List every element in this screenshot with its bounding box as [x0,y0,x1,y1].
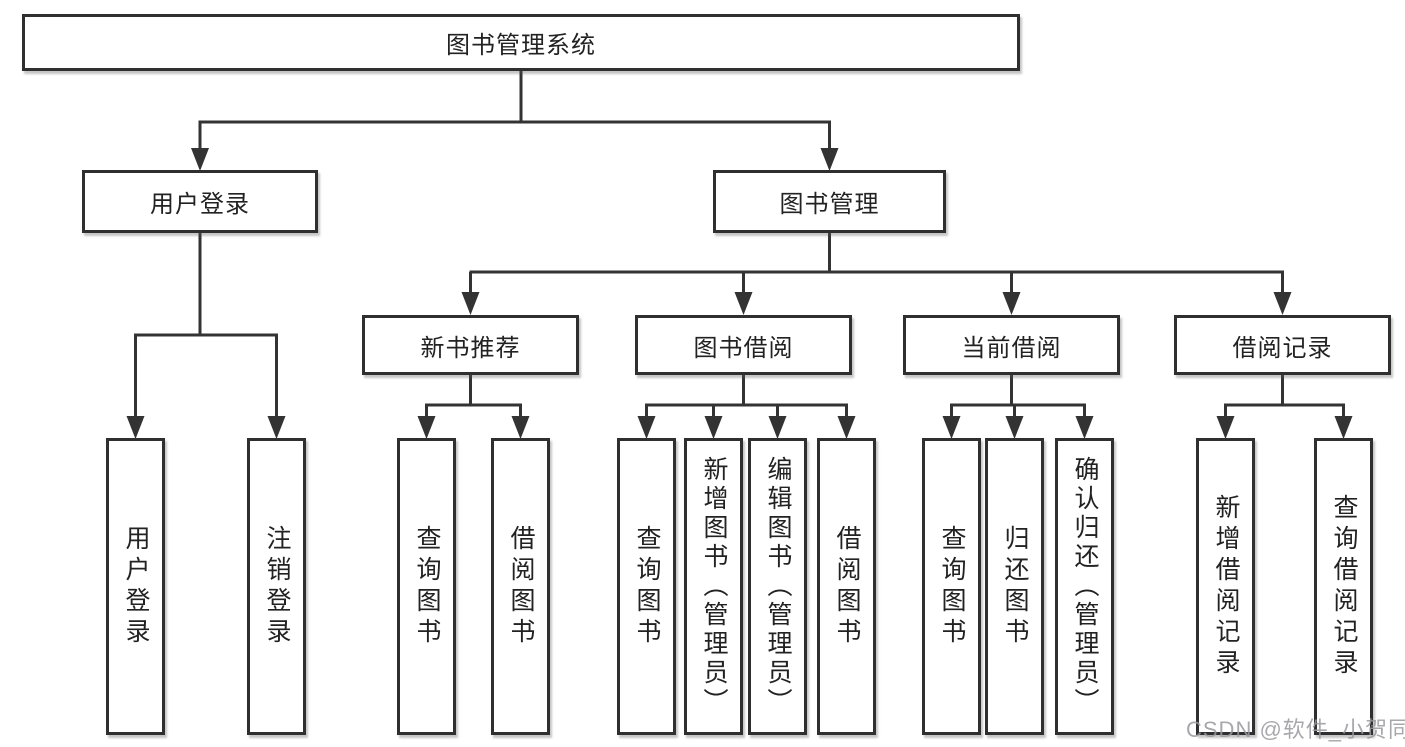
leaf-borrow-query-books: 查询图书 [617,438,676,735]
node-root-label: 图书管理系统 [446,32,596,59]
leaf-borrow-books: 借阅图书 [817,438,876,735]
leaf-user-login-label: 用户登录 [122,524,150,649]
leaf-confirm-return-admin-label: 确认归还（管理员） [1071,456,1099,717]
leaf-rec-borrow-books-label: 借阅图书 [507,524,535,649]
node-book-borrowing-label: 图书借阅 [693,334,794,362]
leaf-rec-query-books-label: 查询图书 [413,524,441,649]
node-borrowing-records-label: 借阅记录 [1232,334,1333,362]
connector-book-borrow-children [637,375,856,439]
leaf-rec-query-books: 查询图书 [397,438,456,735]
leaf-current-query-books-label: 查询图书 [938,524,966,649]
connector-user-login-children [126,233,286,439]
connector-new-book-rec-children [417,375,530,439]
leaf-query-borrow-record-label: 查询借阅记录 [1330,493,1358,680]
node-new-book-recommendation-label: 新书推荐 [420,334,521,362]
leaf-rec-borrow-books: 借阅图书 [491,438,550,735]
node-current-borrowing-label: 当前借阅 [961,334,1062,362]
connector-borrow-records-children [1216,375,1353,439]
node-root: 图书管理系统 [22,14,1020,71]
node-user-login: 用户登录 [82,170,318,233]
leaf-current-query-books: 查询图书 [922,438,981,735]
leaf-add-books-admin: 新增图书（管理员） [684,438,743,735]
connector-root-to-level2 [191,71,839,171]
leaf-return-books-label: 归还图书 [1001,524,1029,649]
leaf-confirm-return-admin: 确认归还（管理员） [1055,438,1114,735]
csdn-watermark: CSDN @软件_小贺同学 [1186,717,1405,742]
leaf-borrow-query-books-label: 查询图书 [633,524,661,649]
leaf-edit-books-admin: 编辑图书（管理员） [748,438,807,735]
node-book-management: 图书管理 [713,170,946,233]
leaf-return-books: 归还图书 [985,438,1044,735]
leaf-query-borrow-record: 查询借阅记录 [1314,438,1373,735]
node-current-borrowing: 当前借阅 [903,315,1120,375]
leaf-add-borrow-record-label: 新增借阅记录 [1212,493,1240,680]
leaf-edit-books-admin-label: 编辑图书（管理员） [764,456,792,717]
leaf-add-books-admin-label: 新增图书（管理员） [700,456,728,717]
node-new-book-recommendation: 新书推荐 [362,315,579,375]
leaf-user-login: 用户登录 [106,438,165,735]
leaf-add-borrow-record: 新增借阅记录 [1196,438,1255,735]
node-book-borrowing: 图书借阅 [635,315,852,375]
node-user-login-label: 用户登录 [150,191,250,218]
leaf-borrow-books-label: 借阅图书 [833,524,861,649]
connector-current-borrow-children [942,375,1094,439]
node-borrowing-records: 借阅记录 [1174,315,1391,375]
leaf-logout: 注销登录 [247,438,306,735]
node-book-management-label: 图书管理 [779,191,880,218]
leaf-logout-label: 注销登录 [263,524,291,649]
connector-book-mgmt-to-level3 [461,233,1292,315]
